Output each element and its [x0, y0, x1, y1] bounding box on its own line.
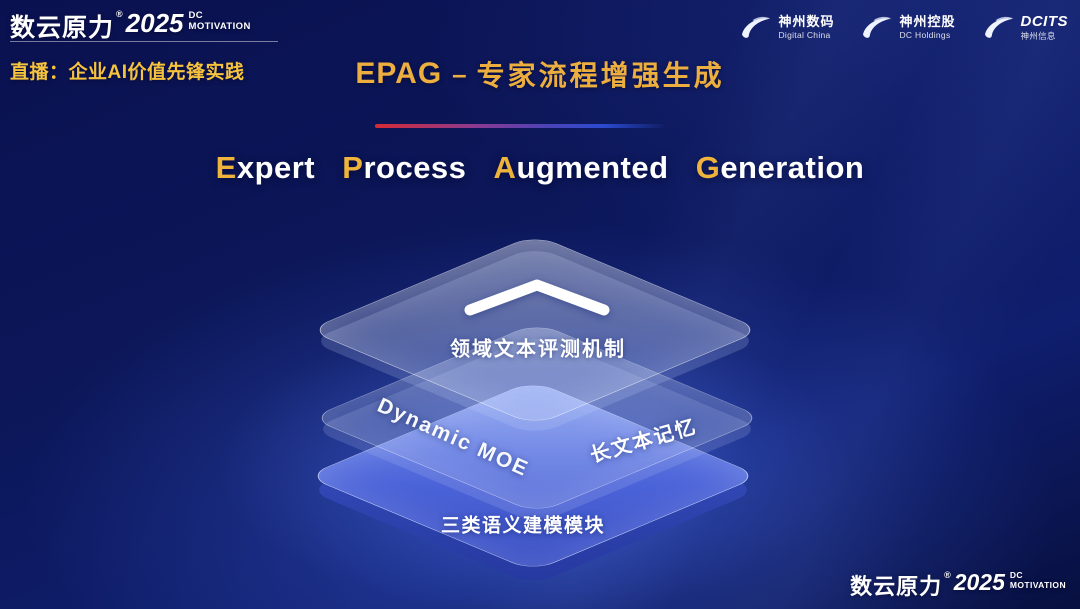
subtitle-initial: P	[342, 150, 364, 185]
brand-logo-footer: 数云原力 ® 2025 DC MOTIVATION	[850, 569, 1066, 601]
partner-subname: DC Holdings	[899, 29, 951, 40]
live-stream-label: 直播：企业AI价值先锋实践	[10, 62, 245, 83]
partner-logos: 神州数码 Digital China 神州控股 DC Holdings DCIT…	[739, 13, 1068, 41]
title-acronym: EPAG	[355, 57, 443, 90]
title-separator: –	[452, 58, 467, 89]
partner-subname: Digital China	[778, 29, 831, 40]
label-semantic-modules: 三类语义建模模块	[440, 515, 606, 537]
brand-tagline: DC MOTIVATION	[188, 10, 251, 32]
brand-tagline-line2: MOTIVATION	[1009, 579, 1066, 590]
dcits-swoosh-icon	[984, 16, 1013, 38]
dc-holdings-swoosh-icon	[863, 16, 892, 38]
brand-year: 2025	[953, 569, 1005, 595]
registered-mark: ®	[944, 570, 951, 580]
subtitle-word: Process	[342, 150, 466, 185]
subtitle-word: Expert	[216, 150, 316, 185]
subtitle-word: Generation	[696, 150, 865, 185]
subtitle-expanded-acronym: Expert Process Augmented Generation	[0, 150, 1080, 186]
partner-text: 神州数码 Digital China	[778, 14, 834, 40]
brand-name: 数云原力	[850, 574, 943, 599]
chevron-up-icon	[464, 279, 610, 316]
brand-year: 2025	[125, 8, 184, 38]
brand-logo-top: 数云原力 ® 2025 DC MOTIVATION	[10, 8, 251, 44]
brand-tagline-line2: MOTIVATION	[188, 20, 251, 32]
brand-name: 数云原力	[10, 14, 115, 42]
brand-tagline: DC MOTIVATION	[1009, 570, 1066, 590]
partner-subname: 神州信息	[1020, 31, 1056, 41]
registered-mark: ®	[116, 9, 123, 19]
brand-tagline-line1: DC	[188, 10, 204, 21]
partner-dc-holdings: 神州控股 DC Holdings	[860, 13, 955, 41]
subtitle-rest: eneration	[720, 150, 865, 185]
partner-dcits: DCITS 神州信息	[982, 13, 1069, 41]
partner-text: DCITS 神州信息	[1021, 13, 1069, 41]
subtitle-initial: E	[215, 150, 237, 185]
label-evaluation-mechanism: 领域文本评测机制	[450, 338, 626, 361]
partner-text: 神州控股 DC Holdings	[899, 14, 955, 40]
subtitle-rest: ugmented	[516, 150, 669, 185]
subtitle-initial: G	[695, 150, 721, 185]
subtitle-rest: rocess	[363, 150, 467, 185]
subtitle-word: Augmented	[494, 150, 669, 185]
gradient-divider	[375, 124, 667, 128]
brand-underline	[10, 41, 278, 42]
subtitle-initial: A	[493, 150, 517, 185]
brand-tagline-line1: DC	[1009, 570, 1023, 580]
partner-name: 神州控股	[899, 14, 956, 30]
subtitle-rest: xpert	[236, 150, 316, 185]
digital-china-swoosh-icon	[742, 16, 771, 38]
partner-name: DCITS	[1020, 13, 1068, 30]
title-chinese: 专家流程增强生成	[476, 60, 725, 91]
partner-digital-china: 神州数码 Digital China	[739, 13, 834, 41]
page-title: EPAG – 专家流程增强生成	[355, 54, 724, 94]
partner-name: 神州数码	[778, 14, 835, 30]
